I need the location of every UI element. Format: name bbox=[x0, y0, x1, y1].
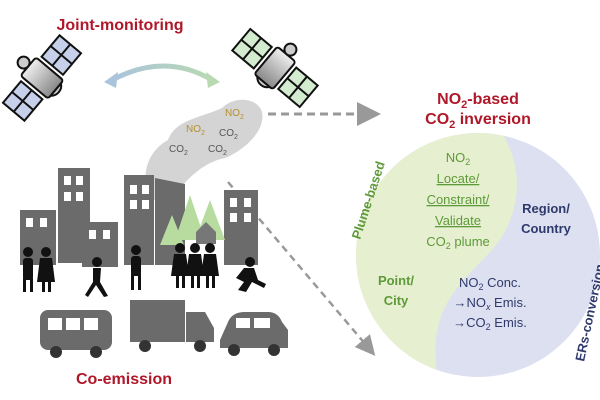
right-title-line2: CO2 inversion bbox=[425, 111, 531, 131]
people-icon bbox=[23, 243, 266, 297]
gas-co2-label: CO2 bbox=[219, 128, 238, 141]
emission-plume bbox=[145, 99, 263, 200]
satellite-blue-icon bbox=[1, 33, 83, 123]
joint-monitoring-title: Joint-monitoring bbox=[56, 17, 183, 34]
yin-yang-circle bbox=[356, 133, 600, 377]
gas-no2-label: NO2 bbox=[225, 108, 244, 121]
gas-co2-label: CO2 bbox=[208, 144, 227, 157]
svg-text:Region/: Region/ bbox=[522, 201, 570, 216]
gas-co2-label: CO2 bbox=[169, 144, 188, 157]
co-emission-label: Co-emission bbox=[76, 371, 172, 388]
svg-text:→CO2 Emis.: →CO2 Emis. bbox=[453, 315, 527, 332]
svg-text:Point/: Point/ bbox=[378, 273, 414, 288]
house-icon bbox=[196, 222, 216, 244]
plume-gas-labels: NO2 NO2 CO2 CO2 CO2 bbox=[169, 108, 244, 157]
svg-text:Constraint/: Constraint/ bbox=[427, 192, 490, 207]
right-title-line1: NO2-based bbox=[437, 91, 519, 111]
svg-text:Validate: Validate bbox=[435, 213, 481, 228]
svg-text:Country: Country bbox=[521, 221, 572, 236]
svg-text:NO2 Conc.: NO2 Conc. bbox=[459, 275, 521, 292]
svg-text:City: City bbox=[384, 293, 409, 308]
green-half-text: NO2 Locate/ Constraint/ Validate CO2 plu… bbox=[378, 150, 490, 308]
blue-half-text: Region/ Country NO2 Conc. →NOx Emis. →CO… bbox=[453, 201, 571, 332]
satellite-green-icon bbox=[230, 27, 320, 109]
svg-text:CO2 plume: CO2 plume bbox=[426, 234, 490, 251]
vehicles-icon bbox=[40, 300, 288, 358]
green-half bbox=[356, 133, 517, 377]
bidirectional-arrow-icon bbox=[104, 63, 220, 88]
gas-no2-label: NO2 bbox=[186, 124, 205, 137]
svg-text:Locate/: Locate/ bbox=[437, 171, 480, 186]
svg-text:NO2: NO2 bbox=[446, 150, 471, 167]
svg-text:→NOx Emis.: →NOx Emis. bbox=[453, 295, 526, 312]
